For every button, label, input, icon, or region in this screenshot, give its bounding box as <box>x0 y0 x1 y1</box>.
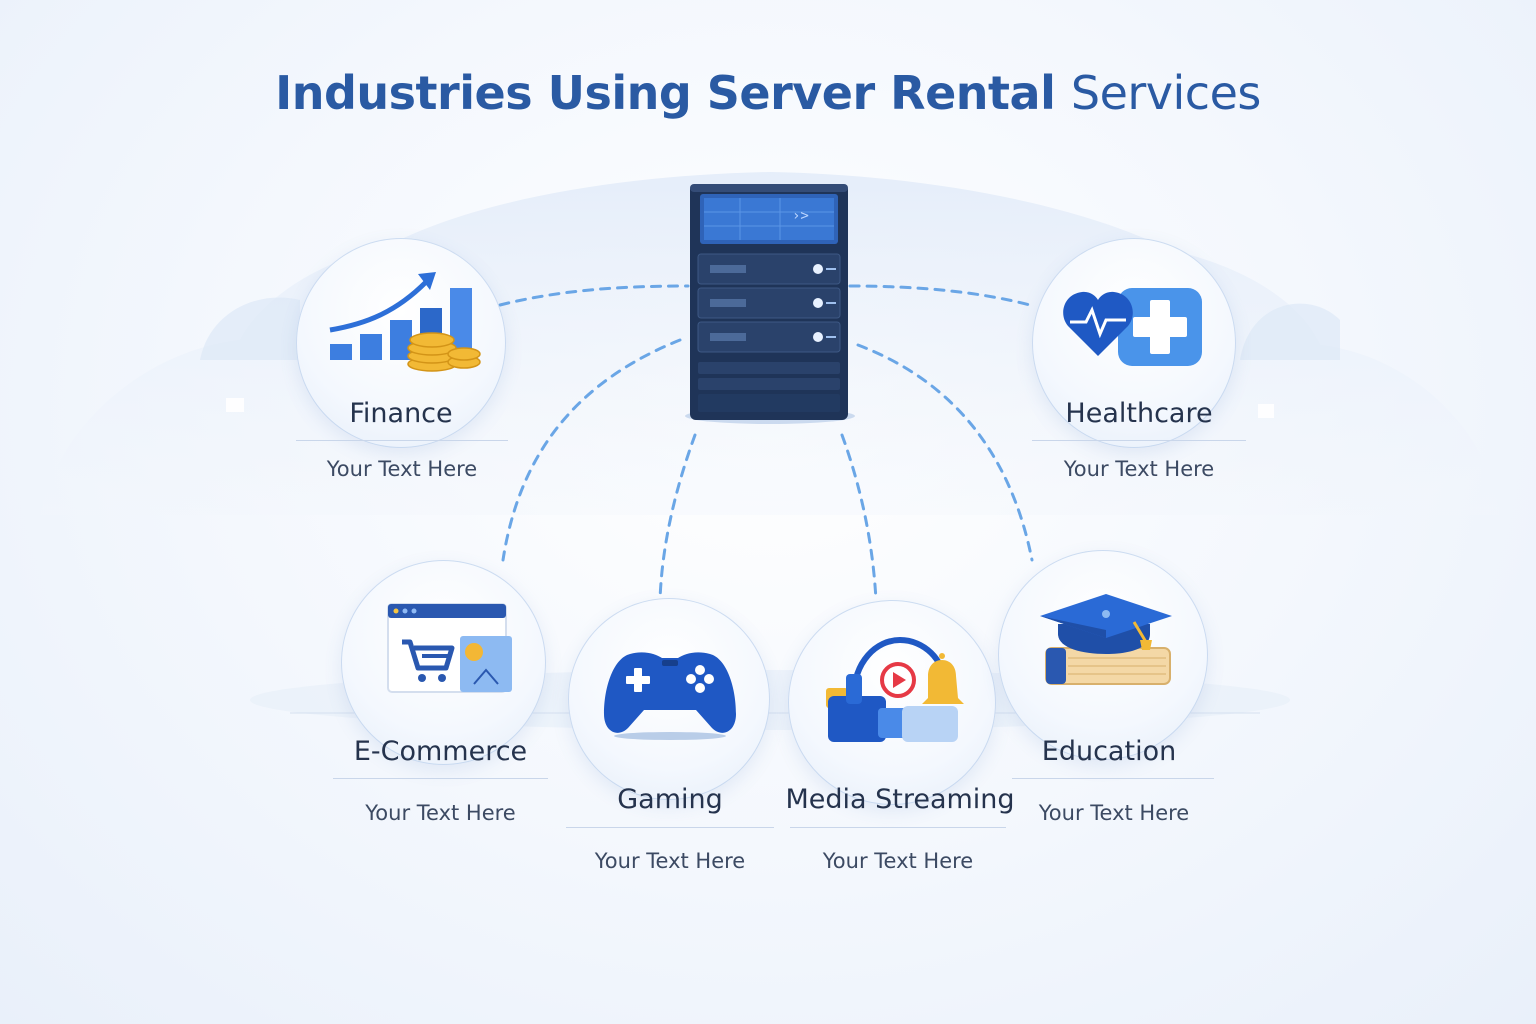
gamepad-icon <box>600 646 740 741</box>
industry-text: Your Text Here <box>365 801 516 825</box>
connector-finance <box>498 284 690 307</box>
industry-label: Gaming <box>617 784 723 815</box>
title-bold: Industries Using Server Rental <box>275 66 1056 120</box>
browser-shopping-cart-icon <box>386 602 514 697</box>
industry-text: Your Text Here <box>594 849 746 873</box>
divider <box>333 778 548 779</box>
heart-medical-cross-icon <box>1062 282 1207 372</box>
industry-text: Your Text Here <box>326 457 478 481</box>
connector-education <box>856 343 1034 562</box>
divider <box>790 827 1006 828</box>
media-play-bell-icon <box>818 636 968 746</box>
title-regular: Services <box>1070 66 1261 120</box>
finance-chart-coins-icon <box>326 268 486 378</box>
industry-label: Media Streaming <box>785 784 1015 815</box>
industry-text: Your Text Here <box>822 849 974 873</box>
connector-healthcare <box>848 284 1032 307</box>
divider <box>1012 778 1214 779</box>
divider <box>296 440 508 441</box>
divider <box>1032 440 1246 441</box>
connector-ecommerce <box>501 338 682 562</box>
graduation-cap-book-icon <box>1038 592 1174 692</box>
industry-label: E-Commerce <box>353 736 528 767</box>
industry-label: Finance <box>349 398 453 429</box>
industry-label: Education <box>1041 736 1177 767</box>
industry-text: Your Text Here <box>1063 457 1215 481</box>
industry-text: Your Text Here <box>1038 801 1190 825</box>
connector-gaming <box>658 433 697 602</box>
divider <box>566 827 774 828</box>
server-rack-icon: ›> <box>680 178 860 428</box>
svg-text:›>: ›> <box>792 208 809 224</box>
connector-media <box>840 433 878 602</box>
industry-label: Healthcare <box>1065 398 1213 429</box>
page-title: Industries Using Server Rental Services <box>0 66 1536 120</box>
